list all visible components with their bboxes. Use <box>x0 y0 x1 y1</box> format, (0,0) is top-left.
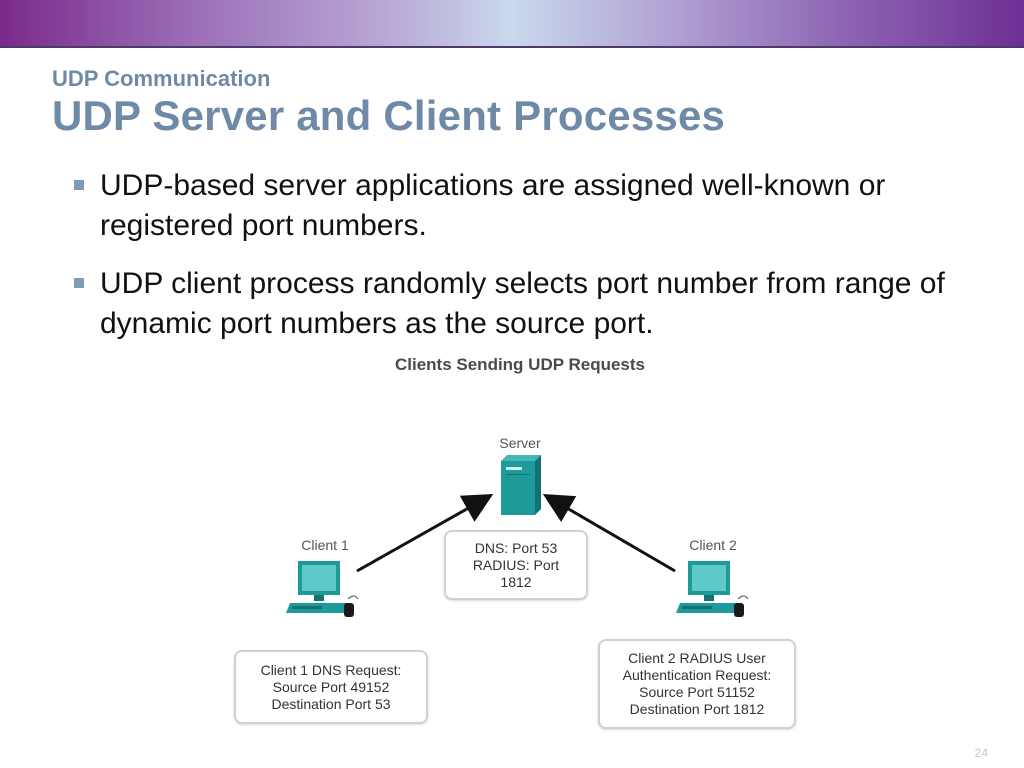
section-subtitle: UDP Communication <box>52 66 271 91</box>
page-number: 24 <box>974 746 988 760</box>
diagram-title: Clients Sending UDP Requests <box>394 355 645 374</box>
server-icon <box>501 455 541 515</box>
server-port-radius: RADIUS: Port <box>472 556 560 573</box>
client2-to-server-arrow <box>542 493 676 573</box>
header-band <box>0 0 1024 48</box>
client1-request-line: Client 1 DNS Request: <box>260 661 402 678</box>
bullet-text: UDP-based server applications are assign… <box>100 169 886 242</box>
client1-request-box: Client 1 DNS Request: Source Port 49152 … <box>234 650 428 724</box>
client1-computer-icon <box>286 561 359 617</box>
server-port-dns: DNS: Port 53 <box>474 539 558 556</box>
bullet-item: UDP client process randomly selects port… <box>74 264 954 344</box>
server-label: Server <box>499 435 541 451</box>
client2-request-box: Client 2 RADIUS User Authentication Requ… <box>598 639 796 729</box>
square-bullet-icon <box>74 278 84 288</box>
client2-label: Client 2 <box>689 537 737 553</box>
client2-computer-icon <box>676 561 749 617</box>
bullet-list: UDP-based server applications are assign… <box>74 166 954 362</box>
udp-diagram: Clients Sending UDP Requests Server DNS:… <box>230 345 810 745</box>
client2-request-type: Authentication Request: <box>622 667 772 683</box>
client1-label: Client 1 <box>301 537 349 553</box>
client1-destination-port: Destination Port 53 <box>271 695 391 712</box>
client2-source-port: Source Port 51152 <box>639 684 755 700</box>
client2-request-line: Client 2 RADIUS User <box>628 650 766 666</box>
server-ports-box: DNS: Port 53 RADIUS: Port 1812 <box>444 530 588 600</box>
client2-destination-port: Destination Port 1812 <box>629 701 765 717</box>
arrows <box>356 493 676 573</box>
square-bullet-icon <box>74 180 84 190</box>
client1-to-server-arrow <box>356 494 494 573</box>
server-port-radius-number: 1812 <box>500 573 532 590</box>
bullet-text: UDP client process randomly selects port… <box>100 267 945 340</box>
client1-source-port: Source Port 49152 <box>272 678 390 695</box>
bullet-item: UDP-based server applications are assign… <box>74 166 954 246</box>
slide-title: UDP Server and Client Processes <box>52 92 726 139</box>
